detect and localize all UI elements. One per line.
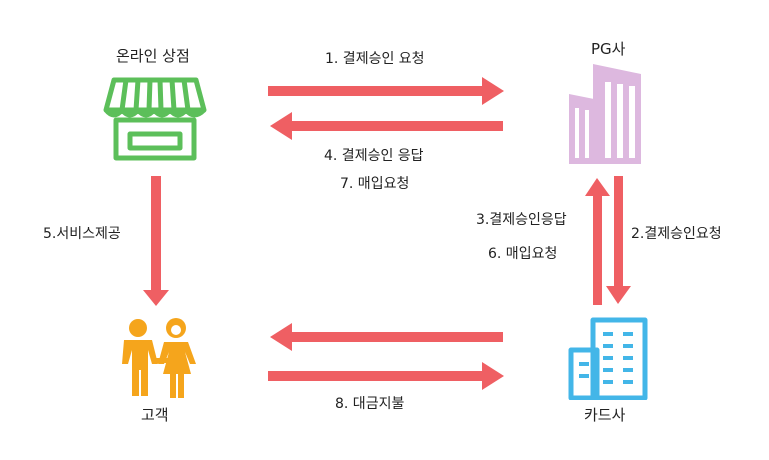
arrow-3 — [585, 178, 610, 305]
arrow-card-to-customer — [270, 323, 503, 351]
edge-label-1: 1. 결제승인 요청 — [325, 51, 425, 67]
edge-label-3: 3.결제승인응답 — [476, 212, 567, 228]
arrow-4 — [270, 112, 503, 140]
arrow-5 — [143, 176, 169, 306]
arrow-2 — [606, 176, 631, 304]
edge-label-7: 7. 매입요청 — [340, 176, 410, 192]
bank-building-icon — [568, 317, 648, 400]
edge-label-6: 6. 매입요청 — [488, 246, 558, 262]
shop-label: 온라인 상점 — [116, 47, 190, 65]
edge-label-8: 8. 대금지불 — [335, 396, 405, 412]
edge-label-2: 2.결제승인요청 — [631, 226, 722, 242]
storefront-icon — [103, 77, 207, 161]
edge-label-4: 4. 결제승인 응답 — [324, 148, 424, 164]
edge-label-5: 5.서비스제공 — [43, 226, 121, 242]
office-building-icon — [569, 64, 641, 164]
customer-label: 고객 — [141, 406, 169, 424]
arrow-8 — [268, 362, 504, 390]
pg-label: PG사 — [591, 40, 626, 58]
card-label: 카드사 — [584, 406, 626, 424]
arrow-1 — [268, 77, 504, 105]
couple-people-icon — [122, 318, 196, 398]
